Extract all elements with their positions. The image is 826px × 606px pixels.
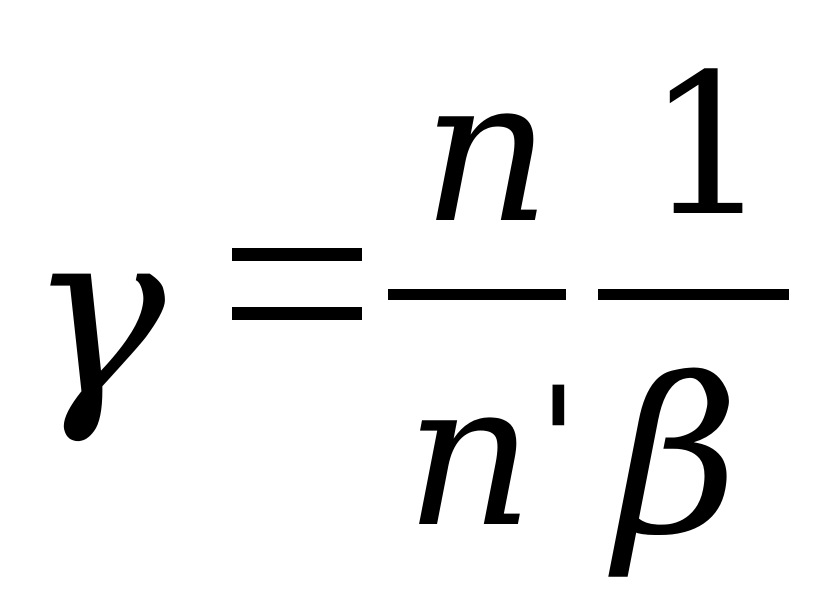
prime-mark: ': [537, 356, 580, 530]
gamma-symbol: γ: [28, 181, 166, 448]
equals-bar-top: [232, 248, 362, 261]
fraction1-denominator-symbol: n: [405, 339, 534, 572]
equals-bar-bottom: [232, 307, 362, 320]
fraction1-bar: [388, 289, 566, 300]
fraction1-numerator: n: [422, 35, 551, 268]
fraction2-numerator: 1: [646, 32, 771, 259]
beta-symbol: β: [615, 332, 740, 583]
fraction1-denominator: n': [405, 356, 579, 556]
equals-sign: [232, 248, 362, 320]
fraction2-bar: [598, 289, 789, 300]
